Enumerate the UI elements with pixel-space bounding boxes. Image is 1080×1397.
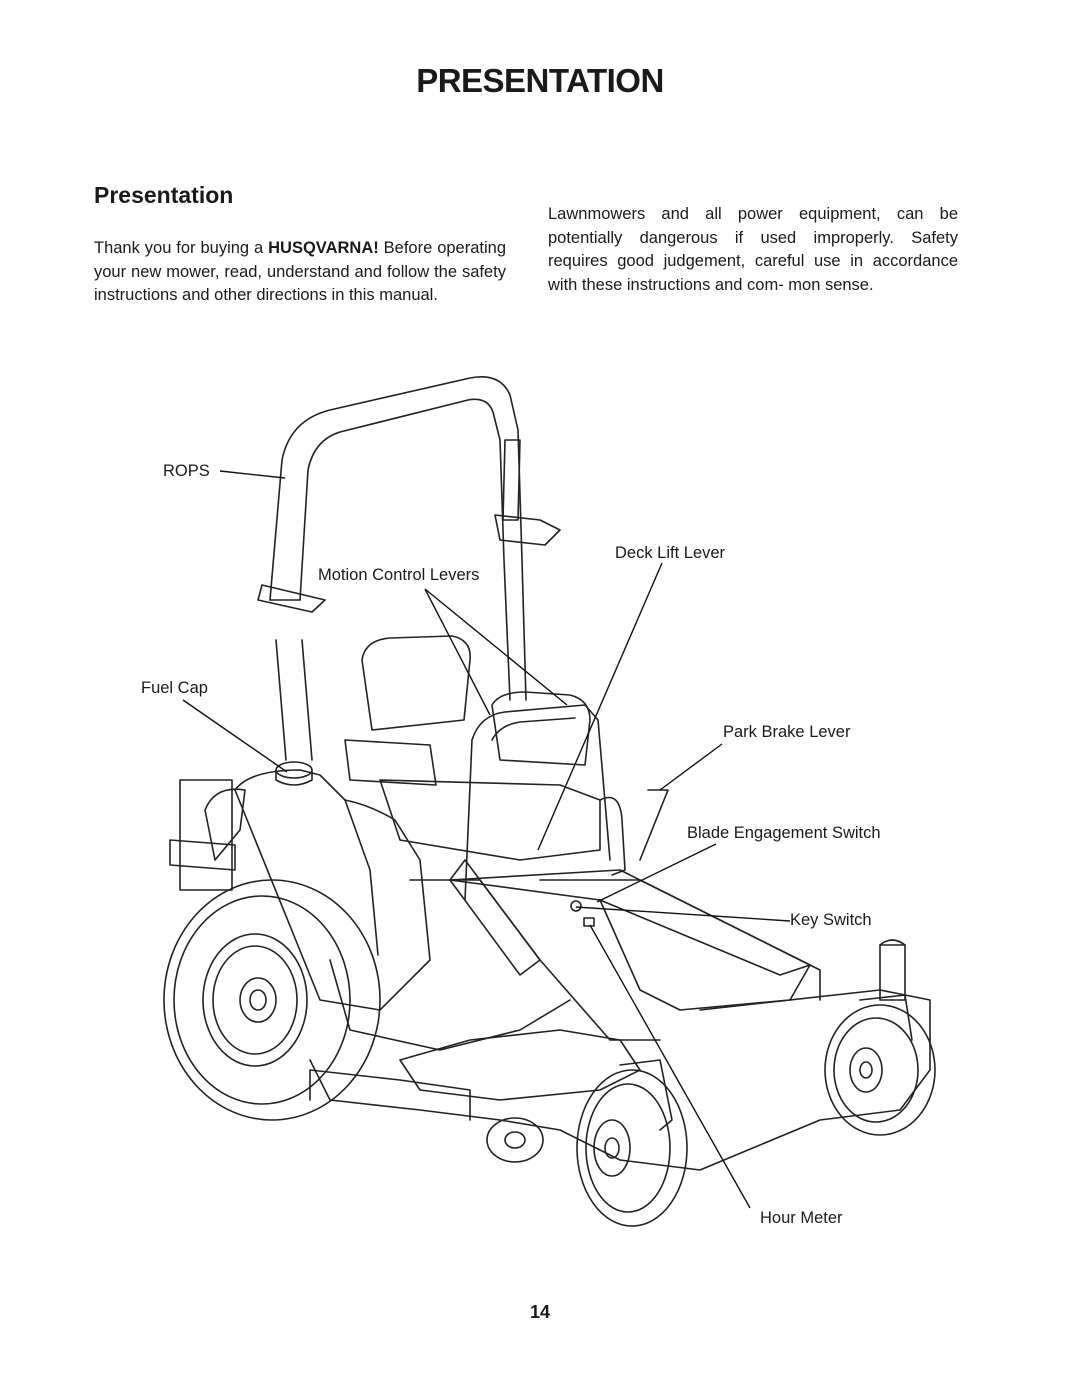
callout-rops: ROPS — [163, 462, 210, 480]
fuel-cap-shape — [275, 761, 313, 786]
callout-park-brake-lever: Park Brake Lever — [723, 723, 851, 741]
section-heading: Presentation — [94, 182, 234, 208]
safety-paragraph: Lawnmowers and all power equipment, can … — [548, 205, 958, 294]
callout-hour-meter: Hour Meter — [760, 1209, 843, 1227]
callout-deck-lift-lever: Deck Lift Lever — [615, 544, 726, 562]
callout-blade-engagement-switch: Blade Engagement Switch — [687, 824, 881, 842]
front-caster-left — [576, 1059, 688, 1227]
seat — [344, 635, 601, 861]
brand-name: HUSQVARNA! — [268, 239, 379, 257]
callout-motion-control-levers: Motion Control Levers — [318, 566, 480, 584]
intro-paragraph: Thank you for buying a HUSQVARNA! Before… — [94, 237, 506, 308]
motion-control-levers — [464, 704, 611, 901]
page-number: 14 — [529, 1302, 551, 1322]
park-brake-shape — [639, 789, 669, 861]
intro-text-start: Thank you for buying a — [94, 239, 269, 257]
callout-key-switch: Key Switch — [790, 911, 872, 929]
leader-lines — [182, 470, 791, 1209]
anti-scalp-roller — [486, 1117, 544, 1163]
intro-text-end: Before operating your new mower, read, u… — [94, 239, 507, 304]
page-title: PRESENTATION — [416, 62, 664, 99]
rops-frame — [257, 376, 561, 761]
front-caster-right — [824, 994, 936, 1136]
rear-wheel — [163, 879, 381, 1121]
mower-body — [169, 769, 931, 1171]
callout-fuel-cap: Fuel Cap — [141, 679, 208, 697]
